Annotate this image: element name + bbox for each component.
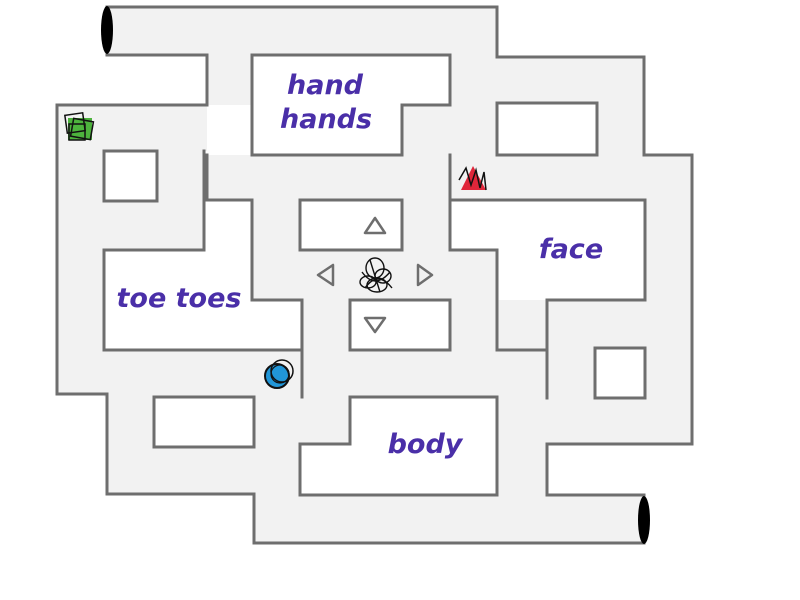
maze-floor (57, 7, 692, 543)
down-arrow[interactable] (363, 316, 387, 334)
right-arrow[interactable] (416, 263, 434, 287)
label-face: face (538, 234, 604, 265)
exit-portal[interactable] (638, 496, 650, 544)
blue-circle-token[interactable] (264, 359, 294, 389)
player-scribble[interactable] (359, 257, 393, 293)
green-square-token[interactable] (63, 111, 95, 141)
maze-walls (55, 5, 694, 545)
up-arrow[interactable] (363, 216, 387, 235)
red-triangle-token[interactable] (458, 166, 487, 191)
label-hand: hand (287, 70, 363, 101)
left-arrow[interactable] (316, 263, 335, 287)
label-body: body (387, 429, 463, 460)
label-hands: hands (280, 104, 373, 135)
entry-portal[interactable] (101, 6, 113, 54)
label-toe-toes: toe toes (116, 283, 242, 314)
